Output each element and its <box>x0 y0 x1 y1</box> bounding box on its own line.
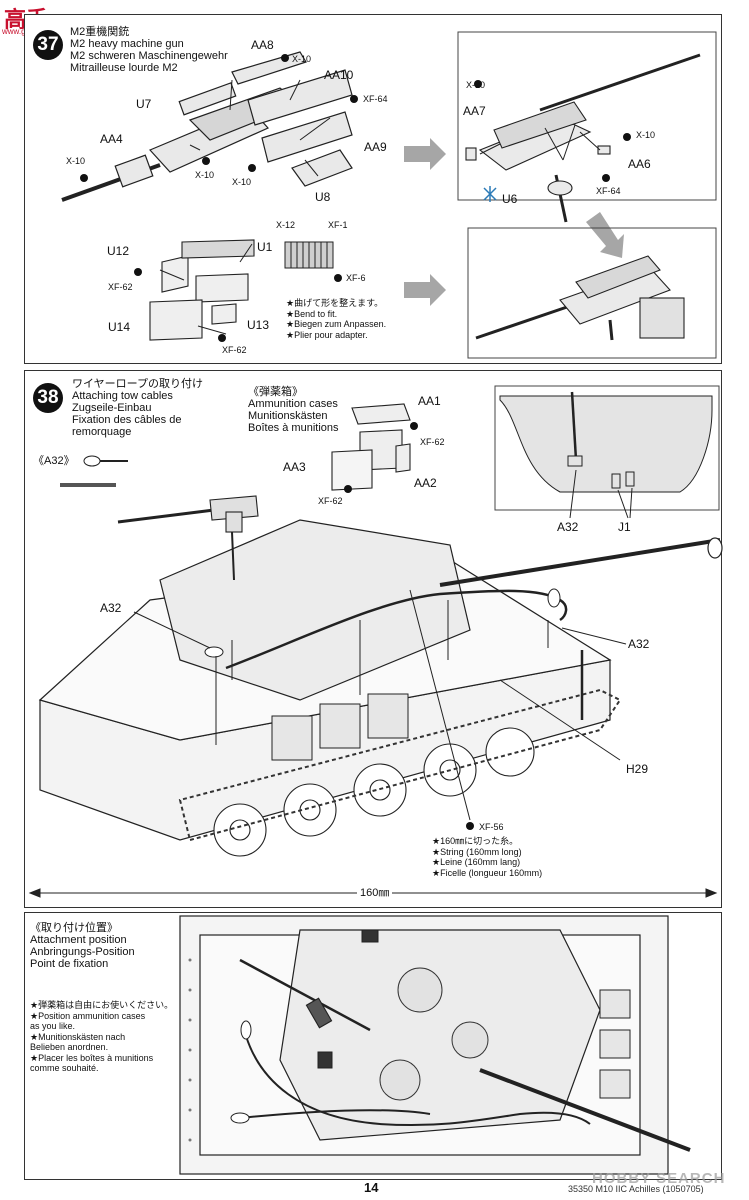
part-a32-inset: A32 <box>557 520 579 534</box>
paint-xf62-c: XF-62 <box>420 437 445 447</box>
ammo-cases-fr: Boîtes à munitions <box>248 422 339 434</box>
string-note-en: ★String (160mm long) <box>432 846 522 857</box>
bend-note-fr: ★Plier pour adapter. <box>286 329 368 340</box>
watermark-hobbysearch: HOBBY SEARCH <box>592 1170 726 1187</box>
part-u6: U6 <box>502 192 518 206</box>
step-37-title-fr: Mitrailleuse lourde M2 <box>70 62 178 74</box>
step-38-panel <box>24 370 722 908</box>
kit-code: 35350 M10 IIC Achilles (1050705) <box>568 1184 704 1194</box>
bend-note-en: ★Bend to fit. <box>286 308 338 319</box>
step-38-title-jp: ワイヤーロープの取り付け <box>72 378 204 390</box>
step-37-title-en: M2 heavy machine gun <box>70 38 184 50</box>
part-u13: U13 <box>247 318 270 332</box>
ammo-position-note: ★弾薬箱は自由にお使いください。 ★Position ammunition ca… <box>30 1000 173 1074</box>
paint-xf56: XF-56 <box>479 822 504 832</box>
ammo-note-en2: as you like. <box>30 1021 76 1031</box>
dimension-160mm: 160㎜ <box>357 884 393 900</box>
part-aa9: AA9 <box>364 140 387 154</box>
paint-xf1: XF-1 <box>328 220 348 230</box>
paint-x10-d: X-10 <box>232 177 252 187</box>
part-aa10: AA10 <box>324 68 354 82</box>
step-38-number: 38 <box>33 383 63 413</box>
ammo-cases-de: Munitionskästen <box>248 410 328 422</box>
step-38-title-fr: Fixation des câbles de <box>72 414 182 426</box>
paint-xf62-b: XF-62 <box>222 345 247 355</box>
paint-x10-c: X-10 <box>195 170 215 180</box>
ammo-note-en1: ★Position ammunition cases <box>30 1010 146 1021</box>
paint-x10-f: X-10 <box>636 130 656 140</box>
part-aa2: AA2 <box>414 476 437 490</box>
ammo-note-fr2: comme souhaité. <box>30 1063 99 1073</box>
attachment-title-en: Attachment position <box>30 934 127 946</box>
step-37-title-de: M2 schweren Maschinengewehr <box>70 50 228 62</box>
step-38-title-de: Zugseile-Einbau <box>72 402 152 414</box>
ammo-cases-jp: 《弾薬箱》 <box>248 386 303 398</box>
step-38-title-fr2: remorquage <box>72 426 132 438</box>
string-note: ★160㎜に切った糸。 ★String (160mm long) ★Leine … <box>432 836 542 878</box>
attachment-title-fr: Point de fixation <box>30 958 109 970</box>
step-37-title: M2重機関銃 M2 heavy machine gun M2 schweren … <box>70 26 228 74</box>
paint-xf62-a: XF-62 <box>108 282 133 292</box>
part-a32-left: A32 <box>100 601 122 615</box>
part-aa1: AA1 <box>418 394 441 408</box>
ammo-cases-en: Ammunition cases <box>248 398 338 410</box>
attachment-title: 《取り付け位置》 Attachment position Anbringungs… <box>30 922 135 970</box>
ammo-cases-title: 《弾薬箱》 Ammunition cases Munitionskästen B… <box>248 386 339 434</box>
page-number: 14 <box>364 1180 379 1195</box>
part-u7: U7 <box>136 97 152 111</box>
paint-xf64-a: XF-64 <box>363 94 388 104</box>
string-note-jp: ★160㎜に切った糸。 <box>432 836 519 846</box>
part-u14: U14 <box>108 320 131 334</box>
part-aa8: AA8 <box>251 38 274 52</box>
ammo-note-de1: ★Munitionskästen nach <box>30 1031 126 1042</box>
part-aa4: AA4 <box>100 132 123 146</box>
a32-key-label: 《A32》 <box>33 455 75 467</box>
attachment-title-jp: 《取り付け位置》 <box>30 922 118 934</box>
part-u1: U1 <box>257 240 273 254</box>
ammo-note-de2: Belieben anordnen. <box>30 1042 109 1052</box>
step-38-title-en: Attaching tow cables <box>72 390 173 402</box>
part-u12: U12 <box>107 244 130 258</box>
part-h29: H29 <box>626 762 649 776</box>
string-note-de: ★Leine (160mm lang) <box>432 857 521 867</box>
part-j1: J1 <box>618 520 631 534</box>
paint-xf64-b: XF-64 <box>596 186 621 196</box>
attachment-title-de: Anbringungs-Position <box>30 946 135 958</box>
step-37-number: 37 <box>33 30 63 60</box>
bend-note-jp: ★曲げて形を整えます。 <box>286 298 384 308</box>
part-aa6: AA6 <box>628 157 651 171</box>
paint-x12: X-12 <box>276 220 296 230</box>
step-37-title-jp: M2重機関銃 <box>70 26 130 38</box>
paint-xf6: XF-6 <box>346 273 366 283</box>
part-aa7: AA7 <box>463 104 486 118</box>
bend-note-de: ★Biegen zum Anpassen. <box>286 319 387 329</box>
paint-x10-a: X-10 <box>292 54 312 64</box>
part-aa3: AA3 <box>283 460 306 474</box>
paint-x10-e: X-10 <box>466 80 486 90</box>
step-38-title: ワイヤーロープの取り付け Attaching tow cables Zugsei… <box>72 378 203 438</box>
ammo-note-fr1: ★Placer les boîtes à munitions <box>30 1052 154 1063</box>
string-note-fr: ★Ficelle (longueur 160mm) <box>432 867 543 878</box>
paint-x10-b: X-10 <box>66 156 86 166</box>
ammo-note-jp: ★弾薬箱は自由にお使いください。 <box>30 1000 174 1010</box>
bend-note: ★曲げて形を整えます。 ★Bend to fit. ★Biegen zum An… <box>286 298 386 340</box>
part-a32-right: A32 <box>628 637 650 651</box>
paint-xf62-d: XF-62 <box>318 496 343 506</box>
part-u8: U8 <box>315 190 331 204</box>
